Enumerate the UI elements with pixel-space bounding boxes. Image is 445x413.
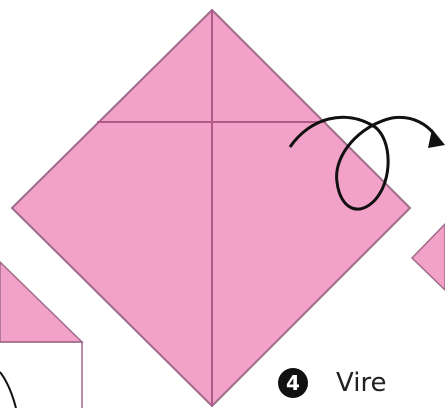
step-number-badge: 4 xyxy=(278,368,308,398)
previous-step-curve xyxy=(0,372,16,408)
previous-step-fragment xyxy=(0,262,82,408)
step-instruction: Vire xyxy=(336,366,387,400)
previous-step-paper xyxy=(0,262,82,342)
next-step-fragment xyxy=(412,224,445,290)
